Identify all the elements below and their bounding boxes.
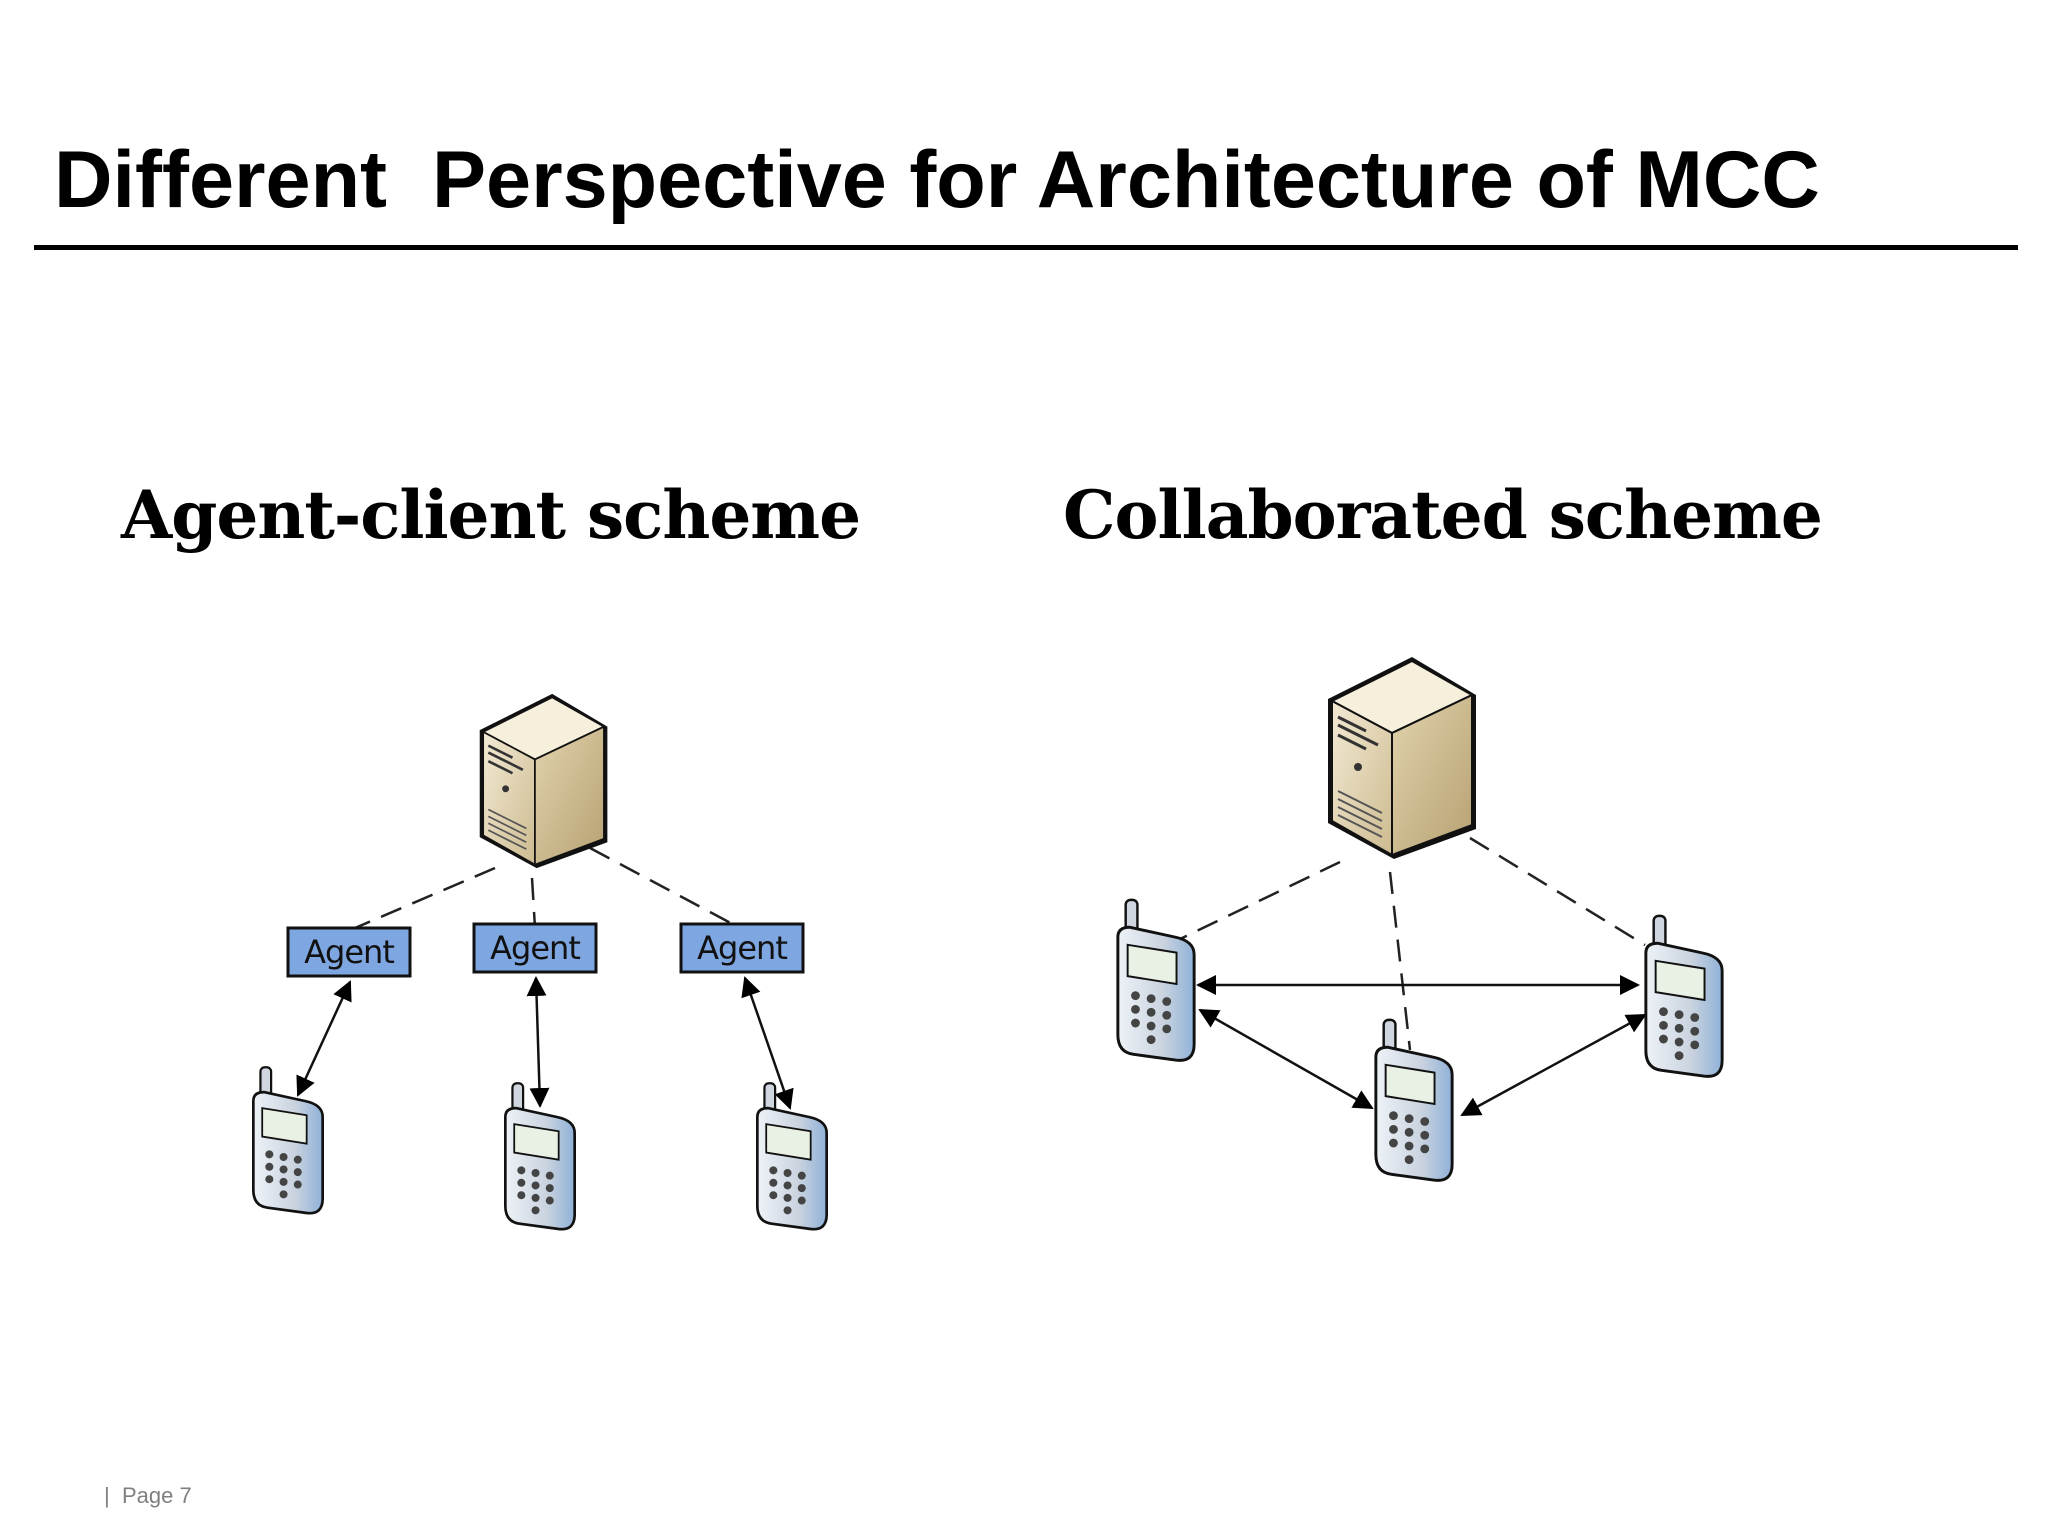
slide-title: Different Perspective for Architecture o…	[54, 135, 1820, 225]
footer-separator: |	[104, 1483, 110, 1508]
server-agent-links	[354, 846, 741, 930]
agent-label-3: Agent	[697, 929, 787, 967]
server-tower-icon	[1326, 655, 1478, 861]
mobile-phone-icon	[755, 1081, 829, 1231]
mobile-phone-icon	[1116, 898, 1196, 1063]
peer-links	[1196, 975, 1647, 1117]
collaborated-diagram	[1116, 655, 1724, 1183]
title-divider	[34, 245, 2018, 250]
agent-label-2: Agent	[490, 929, 580, 967]
agent-box-3: Agent	[679, 922, 805, 974]
agent-phone-links	[296, 976, 794, 1110]
mobile-phone-icon	[1374, 1018, 1454, 1183]
server-phone-links	[1177, 836, 1646, 1051]
server-tower-icon	[478, 692, 609, 870]
agent-box-2: Agent	[472, 922, 598, 974]
agent-box-1: Agent	[286, 926, 412, 978]
mobile-phone-icon	[1644, 914, 1724, 1079]
agent-client-heading: Agent-client scheme	[121, 476, 861, 554]
page-footer: | Page 7	[104, 1483, 192, 1509]
agent-label-1: Agent	[304, 933, 394, 971]
mobile-phone-icon	[251, 1065, 325, 1215]
page-number: Page 7	[121, 1483, 192, 1508]
agent-client-diagram: Agent Agent Agent	[251, 692, 829, 1231]
collaborated-heading: Collaborated scheme	[1063, 476, 1823, 554]
